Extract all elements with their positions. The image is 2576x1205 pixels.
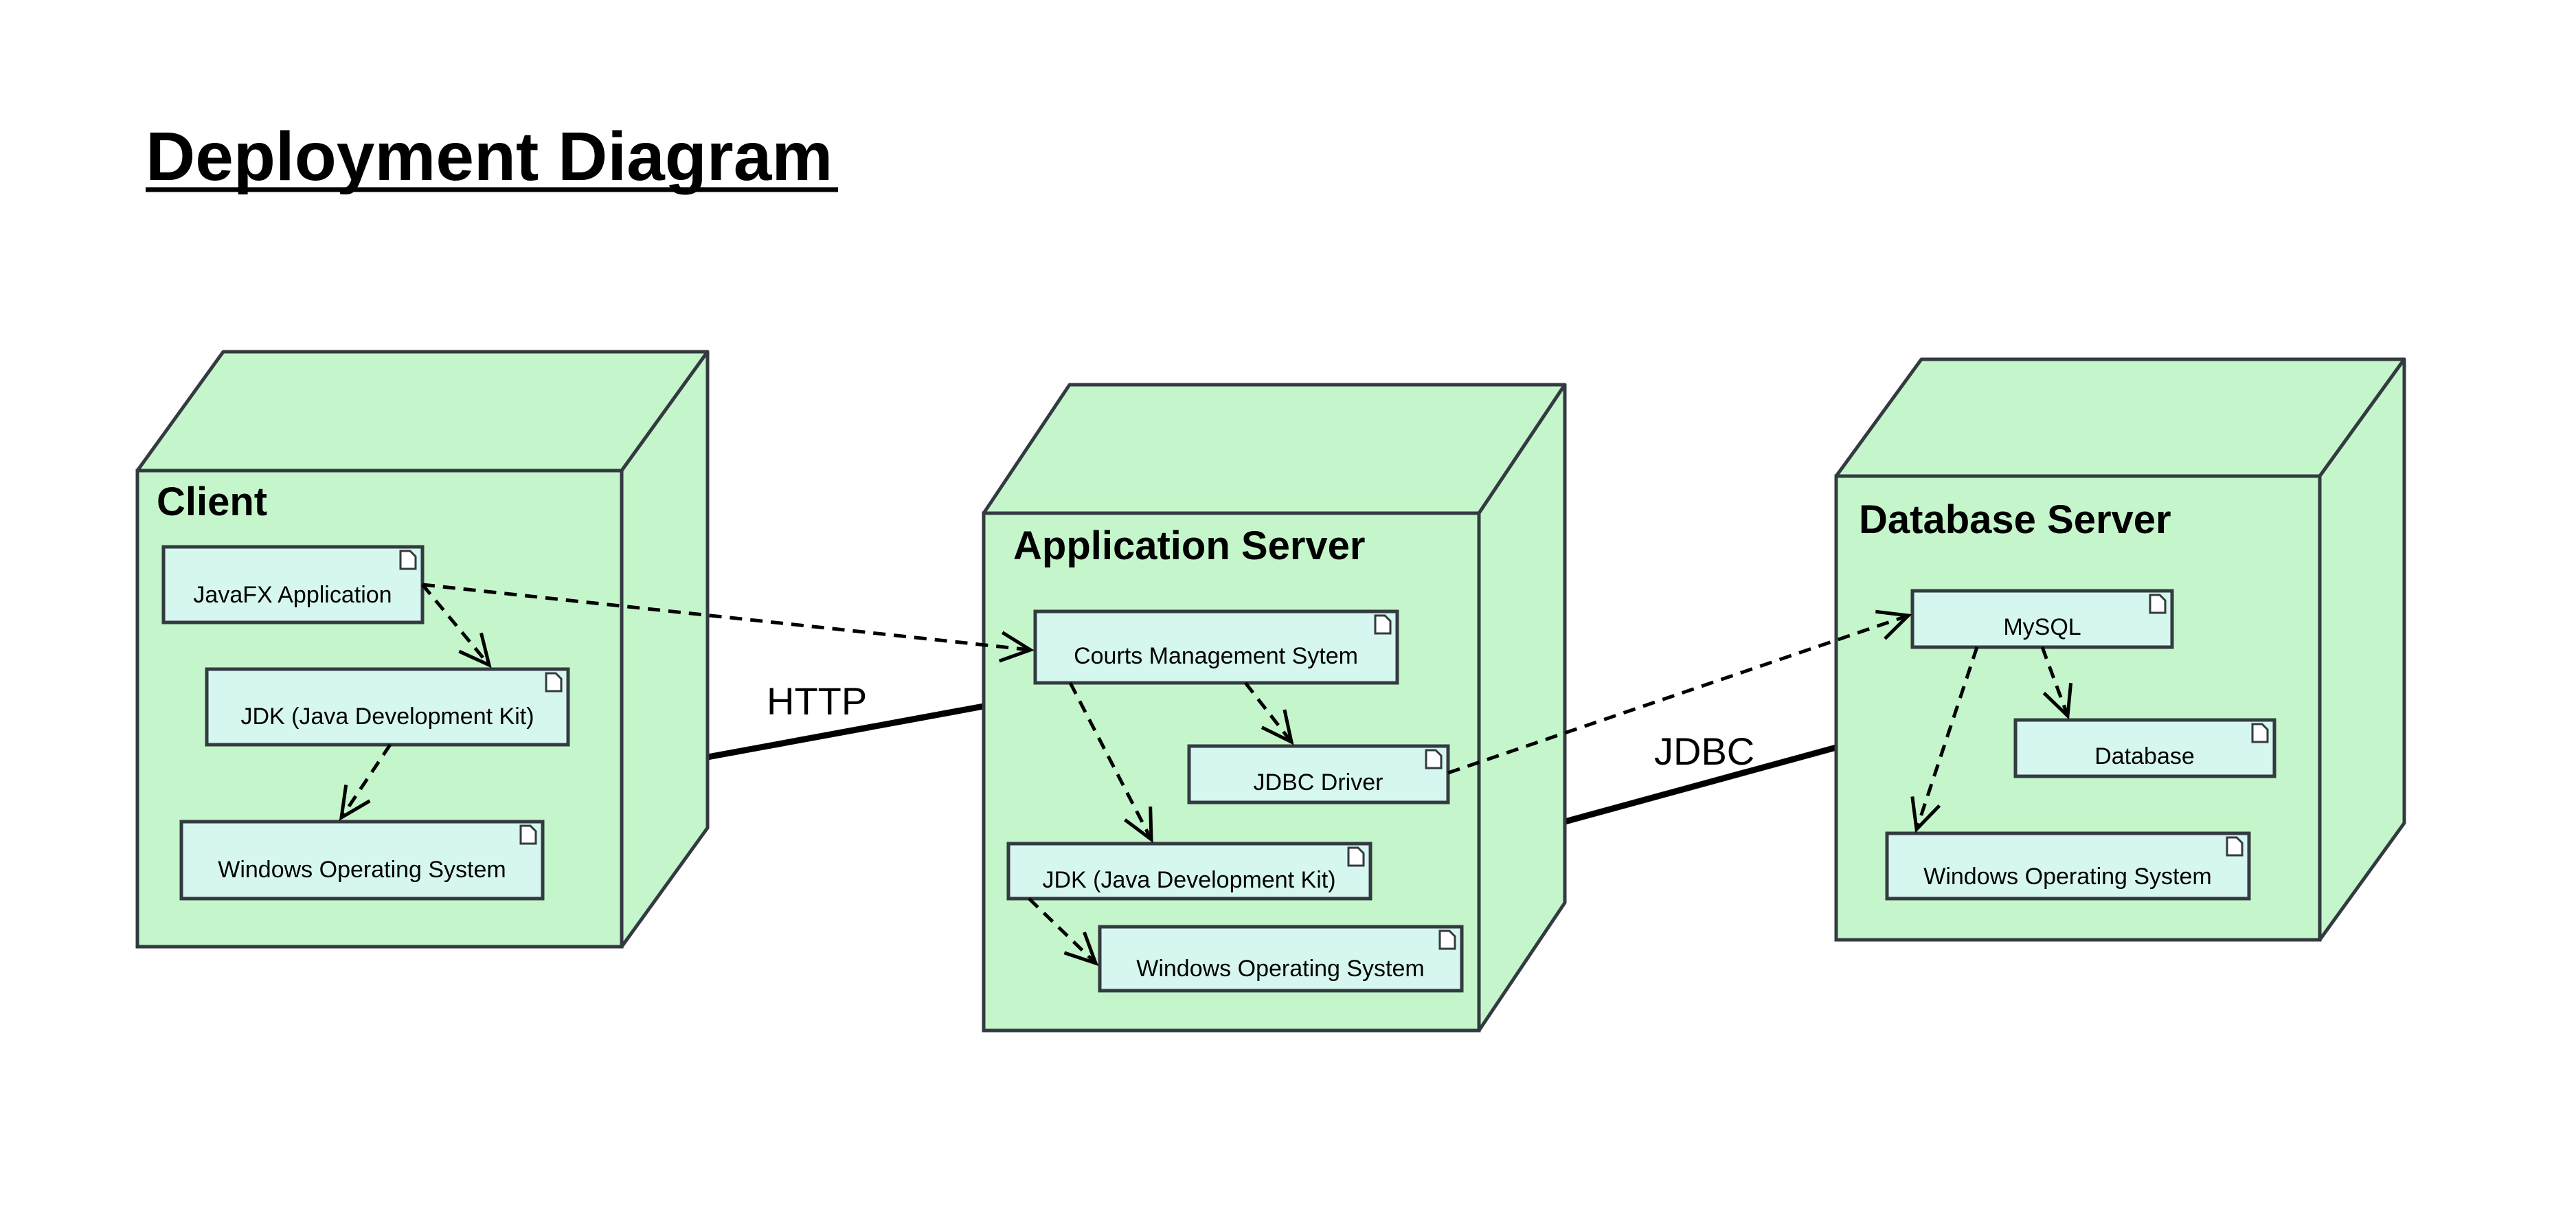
- node-application-server[interactable]: Application Server Courts Management Syt…: [982, 383, 1567, 1033]
- document-icon: [1347, 846, 1365, 867]
- dependency-line: [1028, 897, 1097, 965]
- node-client-top: [135, 350, 710, 473]
- component-box: [1910, 589, 2174, 649]
- dependency-line: [1914, 646, 1979, 830]
- connection-jdbc-line: [1563, 744, 1838, 825]
- document-icon: [1374, 614, 1392, 635]
- component-box: [1033, 609, 1399, 685]
- dependency-arrow-db-mysql-to-db-windows: [1910, 646, 1979, 833]
- arrowhead-icon: [1063, 932, 1099, 967]
- arrowhead-icon: [2042, 682, 2073, 720]
- document-icon: [545, 672, 563, 692]
- node-client[interactable]: Client JavaFX Application JDK (Java Deve…: [135, 350, 710, 949]
- document-icon: [2226, 836, 2244, 857]
- component-courts-management-system[interactable]: Courts Management Sytem: [1033, 609, 1399, 685]
- node-database-server[interactable]: Database Server MySQL Database Windows O…: [1834, 357, 2406, 942]
- component-box: [1187, 744, 1450, 804]
- component-database[interactable]: Database: [2013, 718, 2276, 778]
- document-icon: [2251, 723, 2269, 743]
- dependency-arrow-client-jdk-to-client-windows: [339, 743, 392, 821]
- dependency-arrow-app-courts-to-app-jdbc: [1244, 682, 1294, 745]
- dependency-arrow-app-courts-to-app-jdk: [1068, 682, 1153, 844]
- dependency-arrows: [339, 583, 2073, 967]
- document-icon: [2149, 594, 2167, 614]
- component-box: [1098, 925, 1464, 993]
- component-mysql[interactable]: MySQL: [1910, 589, 2174, 649]
- document-icon: [399, 550, 417, 570]
- dependency-arrow-client-javafx-to-app-courts: [422, 583, 1035, 663]
- document-icon: [1425, 749, 1443, 769]
- component-label: JDK (Java Development Kit): [1042, 867, 1335, 893]
- diagram-title: Deployment Diagram: [146, 118, 833, 195]
- node-application-server-top: [982, 383, 1567, 515]
- component-label: JDBC Driver: [1254, 769, 1383, 796]
- connection-jdbc-label: JDBC: [1654, 730, 1754, 773]
- arrowhead-icon: [1910, 796, 1941, 833]
- arrowhead-icon: [1875, 609, 1912, 640]
- component-box: [1885, 831, 2251, 901]
- component-box: [179, 820, 545, 901]
- document-icon: [519, 824, 537, 845]
- component-label: Windows Operating System: [1923, 864, 2212, 890]
- dependency-arrow-client-javafx-to-client-jdk: [421, 583, 492, 668]
- component-label: JavaFX Application: [193, 582, 392, 608]
- component-label: Courts Management Sytem: [1074, 643, 1358, 669]
- component-label: Database: [2094, 743, 2195, 769]
- component-jdbc-driver[interactable]: JDBC Driver: [1187, 744, 1450, 804]
- dependency-line: [1068, 682, 1153, 841]
- arrowhead-icon: [339, 785, 371, 821]
- component-label: Windows Operating System: [1136, 956, 1425, 982]
- arrowhead-icon: [1261, 709, 1294, 745]
- component-label: JDK (Java Development Kit): [240, 703, 534, 730]
- dependency-line: [339, 743, 392, 819]
- component-box: [2013, 718, 2276, 778]
- arrowhead-icon: [998, 631, 1035, 663]
- component-label: MySQL: [2003, 614, 2081, 640]
- node-application-server-title: Application Server: [1013, 523, 1365, 568]
- dependency-arrow-app-jdk-to-app-windows: [1028, 897, 1099, 967]
- node-database-server-top: [1834, 357, 2406, 478]
- arrowhead-icon: [458, 632, 492, 668]
- dependency-line: [421, 583, 490, 666]
- component-javafx-application[interactable]: JavaFX Application: [161, 545, 425, 624]
- component-label: Windows Operating System: [218, 857, 506, 883]
- arrowhead-icon: [1124, 806, 1153, 844]
- dependency-line: [2040, 646, 2070, 717]
- dependency-arrow-app-jdbc-to-db-mysql: [1447, 609, 1912, 775]
- component-jdk[interactable]: JDK (Java Development Kit): [1006, 842, 1372, 901]
- connection-http-label: HTTP: [767, 679, 867, 723]
- connection-http-line: [707, 703, 984, 761]
- document-icon: [1438, 930, 1456, 950]
- component-windows-operating-system[interactable]: Windows Operating System: [1885, 831, 2251, 901]
- dependency-arrow-db-mysql-to-db-database: [2040, 646, 2073, 720]
- node-database-server-title: Database Server: [1859, 497, 2171, 542]
- component-windows-operating-system[interactable]: Windows Operating System: [179, 820, 545, 901]
- component-jdk[interactable]: JDK (Java Development Kit): [205, 667, 570, 747]
- dependency-line: [1244, 682, 1293, 743]
- node-client-title: Client: [157, 480, 267, 524]
- component-box: [205, 667, 570, 747]
- component-box: [1006, 842, 1372, 901]
- component-windows-operating-system[interactable]: Windows Operating System: [1098, 925, 1464, 993]
